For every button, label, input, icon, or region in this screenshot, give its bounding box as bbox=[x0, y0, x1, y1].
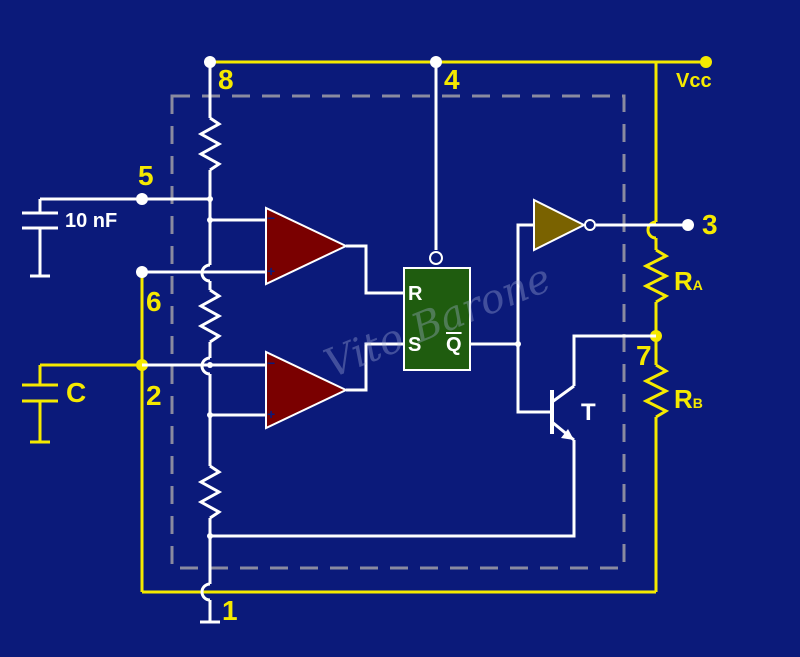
external-wiring bbox=[22, 60, 706, 594]
transistor-emitter-arrow bbox=[561, 429, 574, 440]
upper-comparator-plus: + bbox=[267, 263, 276, 279]
pin-4-label: 4 bbox=[444, 64, 460, 95]
pin-5-label: 5 bbox=[138, 160, 154, 191]
upper-comparator-minus: − bbox=[267, 210, 276, 226]
pin-3-label: 3 bbox=[702, 209, 718, 240]
flipflop-r-label: R bbox=[408, 283, 423, 305]
ra-main: R bbox=[674, 266, 693, 296]
pin-2-label: 2 bbox=[146, 380, 162, 411]
flipflop-reset-bubble bbox=[429, 251, 443, 265]
flipflop-q-label: Q bbox=[446, 334, 462, 356]
pin-8-label: 8 bbox=[218, 64, 234, 95]
ic-boundary bbox=[170, 94, 626, 570]
ra-subscript: A bbox=[692, 277, 703, 293]
timing-capacitor-label: C bbox=[66, 377, 87, 408]
rb-subscript: B bbox=[692, 395, 703, 411]
pin-7-label: 7 bbox=[636, 340, 652, 371]
rb-main: R bbox=[674, 384, 693, 414]
resistor-ra-label: RA bbox=[674, 268, 703, 294]
lower-comparator-plus: + bbox=[267, 406, 276, 422]
inverter-bubble bbox=[584, 219, 596, 231]
control-capacitor-label: 10 nF bbox=[65, 210, 118, 232]
rs-flipflop bbox=[403, 267, 471, 371]
pin-6-label: 6 bbox=[146, 286, 162, 317]
flipflop-s-label: S bbox=[408, 334, 422, 356]
transistor-label: T bbox=[581, 399, 596, 426]
internal-wiring bbox=[22, 62, 688, 624]
resistor-rb-label: RB bbox=[674, 386, 703, 412]
upper-comparator bbox=[265, 206, 349, 286]
internal-nodes bbox=[136, 56, 694, 539]
output-inverter bbox=[533, 198, 587, 252]
lower-comparator bbox=[265, 350, 349, 430]
lower-comparator-minus: − bbox=[267, 355, 276, 371]
vcc-label: Vcc bbox=[676, 70, 712, 92]
pin-1-label: 1 bbox=[222, 595, 238, 626]
